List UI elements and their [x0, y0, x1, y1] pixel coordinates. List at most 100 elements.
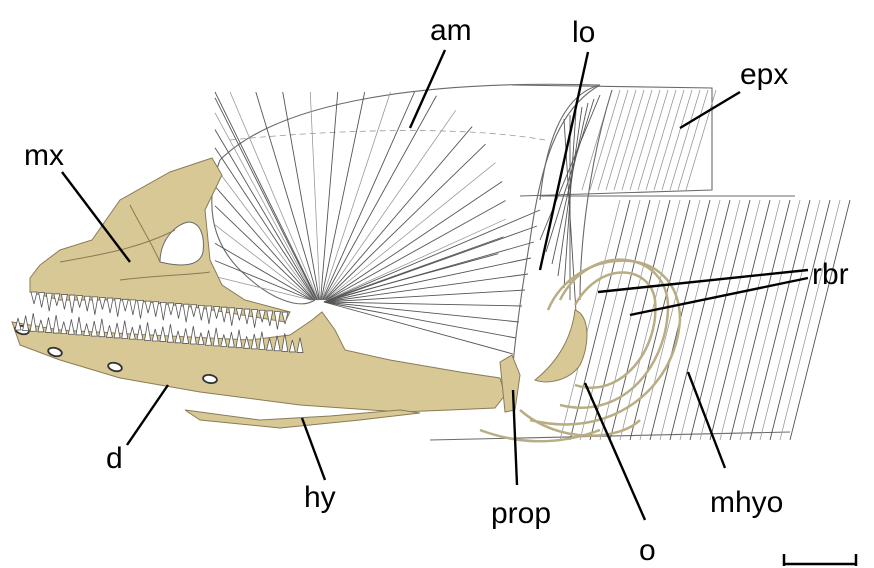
- muscle-fiber: [740, 200, 800, 440]
- muscle-fiber: [324, 302, 516, 338]
- tooth: [23, 316, 29, 331]
- muscle-fiber: [324, 226, 537, 302]
- label-d: d: [106, 442, 123, 475]
- leader-d: [127, 385, 168, 445]
- muscle-fiber: [690, 200, 750, 440]
- tooth: [206, 306, 212, 324]
- tooth: [213, 328, 219, 346]
- muscle-fiber: [622, 90, 652, 190]
- opercle-bone: [535, 310, 587, 382]
- muscle-fiber: [730, 200, 790, 440]
- muscle-fiber: [325, 163, 495, 300]
- label-rbr: rbr: [812, 258, 849, 291]
- tooth: [106, 325, 112, 337]
- preopercle-bone: [500, 355, 520, 412]
- muscle-fiber: [760, 200, 820, 440]
- muscle-fiber: [230, 92, 318, 300]
- tooth: [183, 328, 189, 343]
- muscle-fiber: [780, 200, 840, 440]
- tooth: [77, 296, 83, 308]
- leader-hy: [302, 418, 325, 480]
- tooth: [191, 305, 197, 317]
- muscle-fiber: [322, 92, 414, 300]
- tooth: [69, 295, 75, 313]
- tooth: [145, 322, 151, 340]
- tooth: [229, 308, 235, 326]
- tooth: [115, 299, 121, 317]
- muscle-fiber: [720, 200, 780, 440]
- muscle-fiber: [614, 90, 644, 190]
- muscle-fiber: [670, 90, 700, 190]
- tooth: [91, 321, 97, 336]
- muscle-fiber: [638, 90, 668, 190]
- label-hy: hy: [304, 481, 336, 514]
- label-o: o: [639, 534, 656, 567]
- label-lo: lo: [572, 16, 595, 49]
- muscle-fiber: [770, 200, 830, 440]
- tooth: [153, 302, 159, 317]
- tooth: [160, 327, 166, 342]
- muscle-fiber: [710, 200, 770, 440]
- label-mx: mx: [24, 139, 64, 172]
- muscle-fiber: [610, 200, 670, 440]
- muscle-fiber: [700, 200, 760, 440]
- muscle-fiber: [660, 200, 720, 440]
- muscle-fiber: [215, 148, 315, 300]
- tooth: [30, 313, 36, 331]
- tooth: [221, 307, 227, 322]
- tooth: [167, 324, 173, 342]
- tooth: [198, 305, 204, 320]
- muscle-fiber: [620, 200, 680, 440]
- label-prop: prop: [491, 497, 551, 530]
- muscle-fiber: [321, 92, 338, 300]
- tooth: [183, 304, 189, 322]
- muscle-fiber: [640, 200, 700, 440]
- muscle-fiber: [590, 90, 620, 190]
- muscle-fiber: [310, 92, 320, 300]
- tooth: [39, 293, 45, 308]
- tooth: [252, 310, 258, 328]
- tooth: [84, 296, 90, 311]
- tooth: [122, 321, 128, 339]
- tooth: [236, 330, 242, 348]
- leader-epx: [680, 92, 740, 128]
- muscle-fiber: [606, 90, 636, 190]
- tooth: [107, 298, 113, 313]
- muscle-fiber: [327, 200, 506, 300]
- tooth: [137, 301, 143, 319]
- muscle-fiber: [321, 92, 365, 300]
- tooth: [168, 303, 174, 315]
- label-mhyo: mhyo: [710, 486, 783, 519]
- tooth: [145, 301, 151, 313]
- muscle-fiber: [646, 90, 676, 190]
- muscle-fiber: [750, 200, 810, 440]
- label-am: am: [430, 14, 472, 47]
- tooth: [31, 292, 37, 304]
- muscle-fiber: [662, 90, 692, 190]
- muscle-fiber: [324, 242, 534, 302]
- leader-o: [585, 383, 645, 520]
- muscle-fiber: [590, 200, 650, 440]
- label-epx: epx: [740, 58, 788, 91]
- muscle-fiber: [215, 186, 314, 300]
- muscle-fiber: [600, 200, 660, 440]
- muscle-fiber: [215, 130, 316, 300]
- tooth: [114, 323, 120, 338]
- muscle-fiber: [790, 200, 850, 440]
- muscle-fiber: [560, 200, 620, 440]
- tooth: [130, 300, 136, 315]
- tooth: [99, 319, 105, 337]
- muscle-fiber: [324, 127, 472, 300]
- tooth: [122, 299, 128, 311]
- tooth: [38, 320, 44, 332]
- tooth: [61, 294, 67, 309]
- tooth: [160, 302, 166, 320]
- tooth: [99, 297, 105, 309]
- muscle-fiber: [324, 302, 513, 354]
- leader-mhyo: [688, 372, 725, 468]
- muscle-fiber: [322, 92, 391, 300]
- muscle-fiber: [680, 200, 740, 440]
- tooth: [129, 327, 135, 339]
- tooth: [53, 315, 59, 333]
